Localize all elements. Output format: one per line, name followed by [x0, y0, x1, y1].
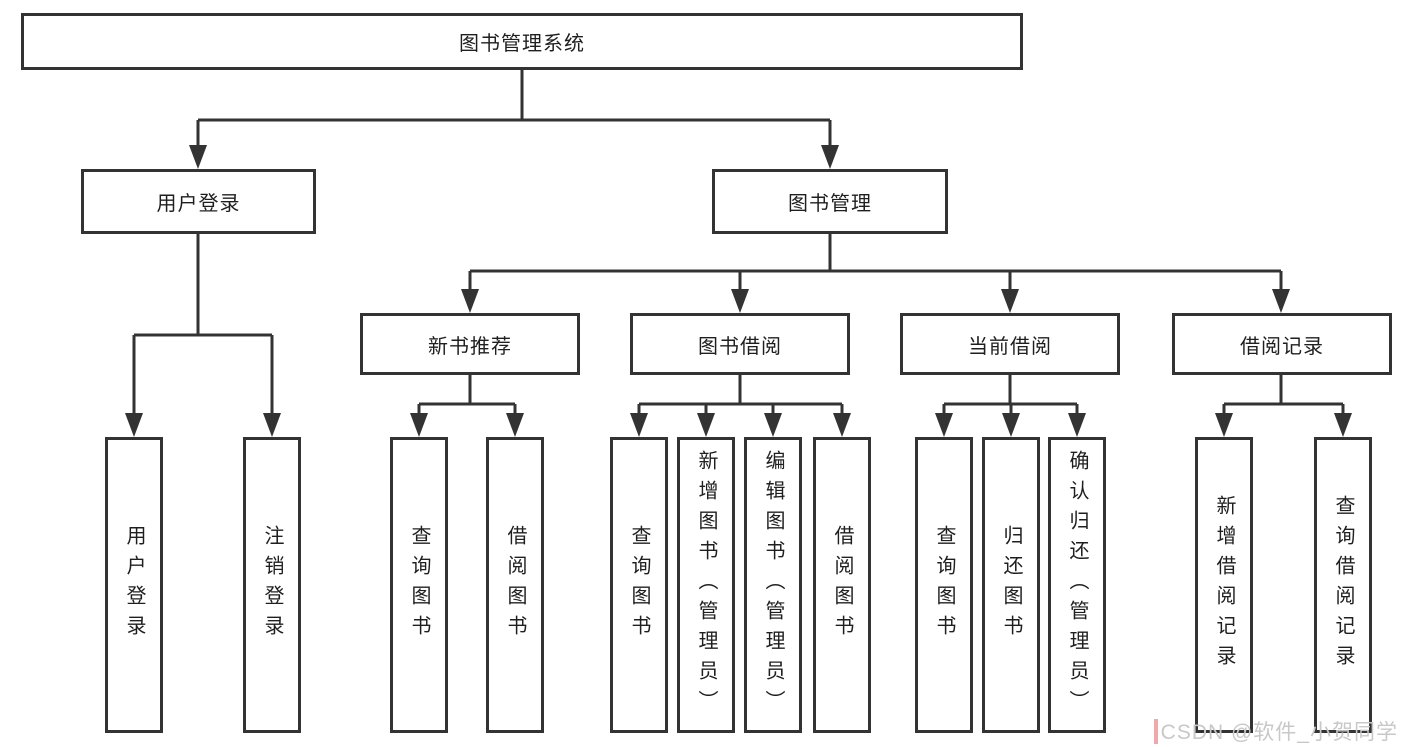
- leaf-user-login: 用户登录: [105, 437, 163, 733]
- node-label: 查询借阅记录: [1332, 495, 1354, 675]
- node-new-book-recommendation: 新书推荐: [360, 313, 580, 375]
- node-user-login: 用户登录: [81, 169, 316, 234]
- node-borrowing-records: 借阅记录: [1172, 313, 1392, 375]
- watermark-text: CSDN @软件_小贺同学: [1160, 721, 1398, 744]
- node-label: 用户登录: [123, 525, 145, 645]
- node-label: 确认归还（管理员）: [1066, 450, 1088, 720]
- leaf-query-books-current: 查询图书: [915, 437, 973, 733]
- node-label: 查询图书: [628, 525, 650, 645]
- node-label: 当前借阅: [968, 335, 1052, 358]
- leaf-add-borrow-record: 新增借阅记录: [1195, 437, 1253, 733]
- node-label: 新书推荐: [428, 335, 512, 358]
- leaf-query-books-borrowing: 查询图书: [610, 437, 668, 733]
- node-label: 查询图书: [408, 525, 430, 645]
- leaf-query-books-recommend: 查询图书: [390, 437, 448, 733]
- node-label: 图书借阅: [698, 335, 782, 358]
- leaf-add-books-admin: 新增图书（管理员）: [677, 437, 735, 733]
- node-book-management: 图书管理: [712, 169, 948, 234]
- leaf-confirm-return-admin: 确认归还（管理员）: [1048, 437, 1106, 733]
- node-label: 编辑图书（管理员）: [762, 450, 784, 720]
- leaf-logout: 注销登录: [243, 437, 301, 733]
- node-label: 借阅图书: [504, 525, 526, 645]
- leaf-return-books: 归还图书: [982, 437, 1040, 733]
- watermark: CSDN @软件_小贺同学: [1153, 716, 1398, 746]
- node-label: 借阅记录: [1240, 335, 1324, 358]
- leaf-borrow-books-recommend: 借阅图书: [486, 437, 544, 733]
- node-label: 图书管理: [788, 193, 872, 215]
- node-current-borrowing: 当前借阅: [900, 313, 1120, 375]
- node-label: 注销登录: [261, 525, 283, 645]
- leaf-query-borrow-record: 查询借阅记录: [1314, 437, 1372, 733]
- node-label: 借阅图书: [831, 525, 853, 645]
- node-book-borrowing: 图书借阅: [630, 313, 850, 375]
- node-label: 用户登录: [156, 193, 241, 215]
- node-book-management-system: 图书管理系统: [21, 13, 1023, 70]
- node-label: 新增借阅记录: [1213, 495, 1235, 675]
- node-label: 归还图书: [1000, 525, 1022, 645]
- node-label: 图书管理系统: [459, 33, 585, 55]
- node-label: 新增图书（管理员）: [695, 450, 717, 720]
- leaf-edit-books-admin: 编辑图书（管理员）: [744, 437, 802, 733]
- node-label: 查询图书: [933, 525, 955, 645]
- watermark-bar-icon: [1153, 718, 1158, 744]
- leaf-borrow-books-borrowing: 借阅图书: [813, 437, 871, 733]
